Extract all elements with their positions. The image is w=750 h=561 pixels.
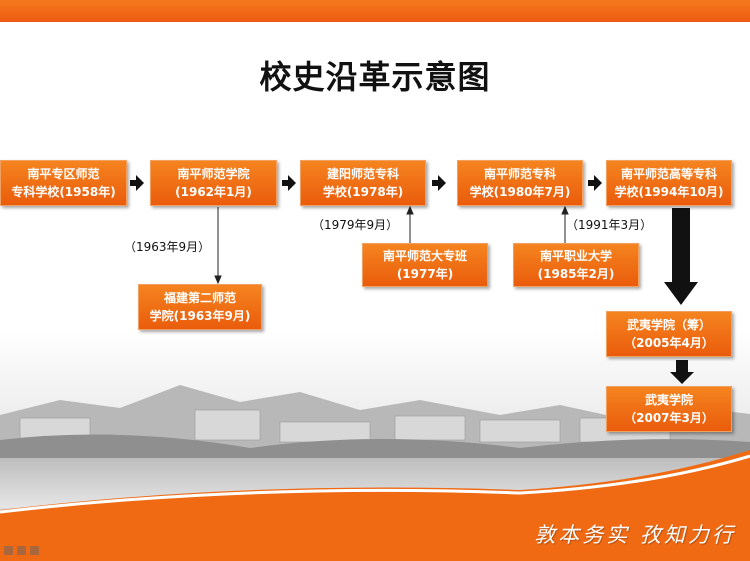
box-line-1: 南平师范高等专科 — [620, 167, 717, 181]
timeline-box-wuyi-university: 武夷学院 （2007年3月） — [606, 386, 732, 432]
arrow-right-icon — [282, 175, 296, 191]
box-line-1: 南平职业大学 — [539, 249, 612, 263]
timeline-box-nanping-normal-specialty: 南平师范专科 学校(1980年7月) — [457, 160, 583, 206]
arrow-right-icon — [432, 175, 446, 191]
box-line-1: 南平师范学院 — [177, 167, 250, 181]
menu-icon[interactable] — [17, 546, 26, 555]
box-line-2: （2007年3月） — [624, 411, 714, 425]
arrow-down-icon — [670, 360, 694, 384]
timeline-box-fujian-second-normal: 福建第二师范 学院(1963年9月) — [138, 284, 262, 330]
arrow-right-icon — [588, 175, 602, 191]
top-banner — [0, 0, 750, 22]
campus-landscape-background — [0, 330, 750, 561]
box-line-1: 福建第二师范 — [163, 291, 236, 305]
box-line-2: 学校(1980年7月) — [469, 185, 571, 199]
box-line-2: 学校(1994年10月) — [614, 185, 724, 199]
box-line-2: (1985年2月) — [537, 267, 615, 281]
box-line-2: 专科学校(1958年) — [11, 185, 116, 199]
timeline-box-wuyi-preparatory: 武夷学院（筹） （2005年4月） — [606, 311, 732, 357]
page-title: 校史沿革示意图 — [259, 58, 491, 96]
box-line-2: (1977年) — [396, 267, 454, 281]
box-line-1: 南平师范专科 — [483, 167, 556, 181]
timeline-box-nanping-district-normal: 南平专区师范 专科学校(1958年) — [0, 160, 127, 206]
box-line-2: 学院(1963年9月) — [149, 309, 251, 323]
timeline-box-nanping-higher-normal: 南平师范高等专科 学校(1994年10月) — [606, 160, 732, 206]
pen-icon[interactable] — [4, 546, 13, 555]
note-1991: （1991年3月） — [566, 218, 653, 232]
slide-toolbar — [4, 546, 39, 555]
timeline-box-jianyang-normal: 建阳师范专科 学校(1978年) — [300, 160, 426, 206]
school-motto: 敦本务实 孜知力行 — [534, 523, 736, 547]
arrow-icon[interactable] — [30, 546, 39, 555]
box-line-2: （2005年4月） — [624, 336, 714, 350]
box-line-2: (1962年1月) — [175, 185, 252, 199]
note-1979: （1979年9月） — [312, 218, 399, 232]
box-line-1: 南平专区师范 — [27, 167, 100, 181]
box-line-2: 学校(1978年) — [322, 185, 404, 199]
timeline-box-nanping-junior-class: 南平师范大专班 (1977年) — [362, 243, 488, 287]
box-line-1: 武夷学院 — [644, 393, 693, 407]
box-line-1: 武夷学院（筹） — [626, 318, 711, 332]
box-line-1: 南平师范大专班 — [382, 249, 467, 263]
arrow-down-icon — [664, 208, 698, 305]
timeline-box-nanping-vocational: 南平职业大学 (1985年2月) — [513, 243, 639, 287]
arrow-right-icon — [130, 175, 144, 191]
note-1963: （1963年9月） — [124, 240, 211, 254]
box-line-1: 建阳师范专科 — [326, 167, 399, 181]
timeline-box-nanping-normal-college: 南平师范学院 (1962年1月) — [150, 160, 277, 206]
